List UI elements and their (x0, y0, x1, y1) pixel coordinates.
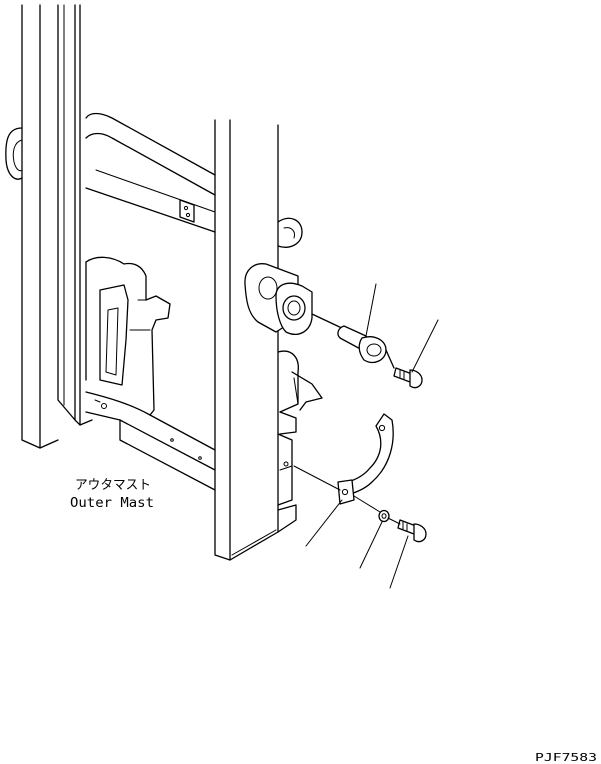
left-hook-bracket (5, 127, 23, 180)
mounting-bracket (244, 263, 313, 335)
outer-mast-label-jp: アウタマスト (75, 478, 151, 493)
lower-mast-structure (277, 350, 323, 506)
lower-bolt (397, 519, 427, 543)
pivot-pin (311, 313, 395, 369)
clamp-band (337, 413, 394, 505)
upper-bolt (393, 367, 423, 389)
left-mast-channel (21, 4, 93, 449)
upper-cross-member (85, 112, 216, 233)
assembly-guide-lines (293, 465, 401, 525)
washer (378, 509, 390, 523)
leader-lines (305, 283, 439, 589)
drawing-code-label: PJF7583 (535, 751, 597, 764)
lower-cross-member (85, 256, 216, 491)
upper-cylinder-boss (277, 217, 303, 248)
right-mast-channel (214, 119, 297, 561)
outer-mast-label-en: Outer Mast (70, 496, 154, 511)
